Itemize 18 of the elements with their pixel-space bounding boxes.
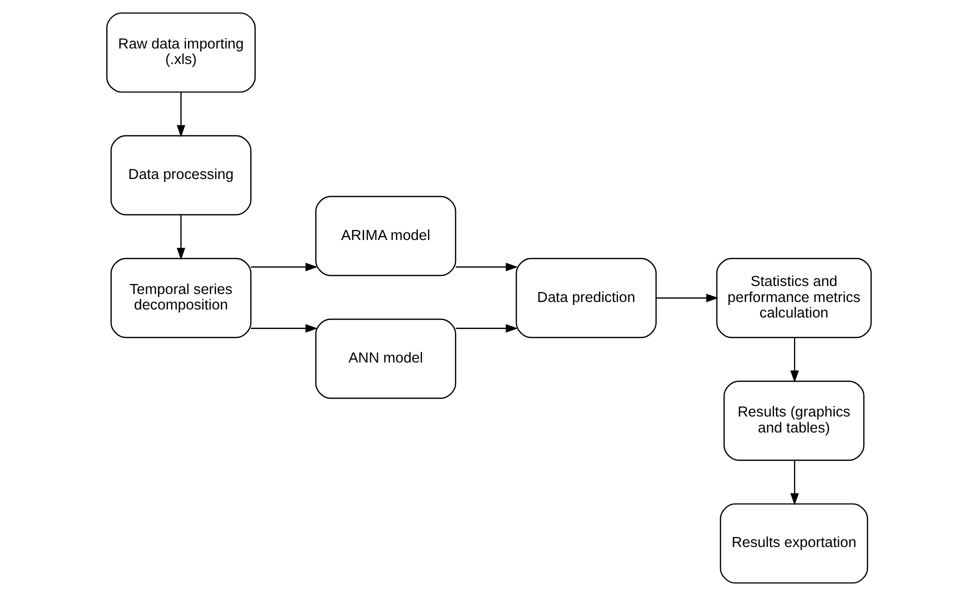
node-box: Results exportation <box>719 503 868 584</box>
arrow <box>656 294 718 302</box>
arrow <box>455 324 518 333</box>
node-box: Results (graphics and tables) <box>723 380 864 461</box>
node-box: Statistics and performance metrics calculation <box>716 258 872 338</box>
node-box: Data processing <box>110 135 251 216</box>
arrow <box>790 460 798 506</box>
node-box: Raw data importing (.xls) <box>106 12 256 93</box>
arrow <box>176 214 185 260</box>
arrow <box>250 262 318 272</box>
node-box: Temporal series decomposition <box>110 258 251 338</box>
node-box: Data prediction <box>515 258 656 338</box>
arrow <box>455 262 518 272</box>
arrow <box>250 324 318 333</box>
node-box: ANN model <box>314 318 456 399</box>
node-box: ARIMA model <box>314 196 456 276</box>
arrow <box>176 92 185 138</box>
arrow <box>790 338 798 383</box>
